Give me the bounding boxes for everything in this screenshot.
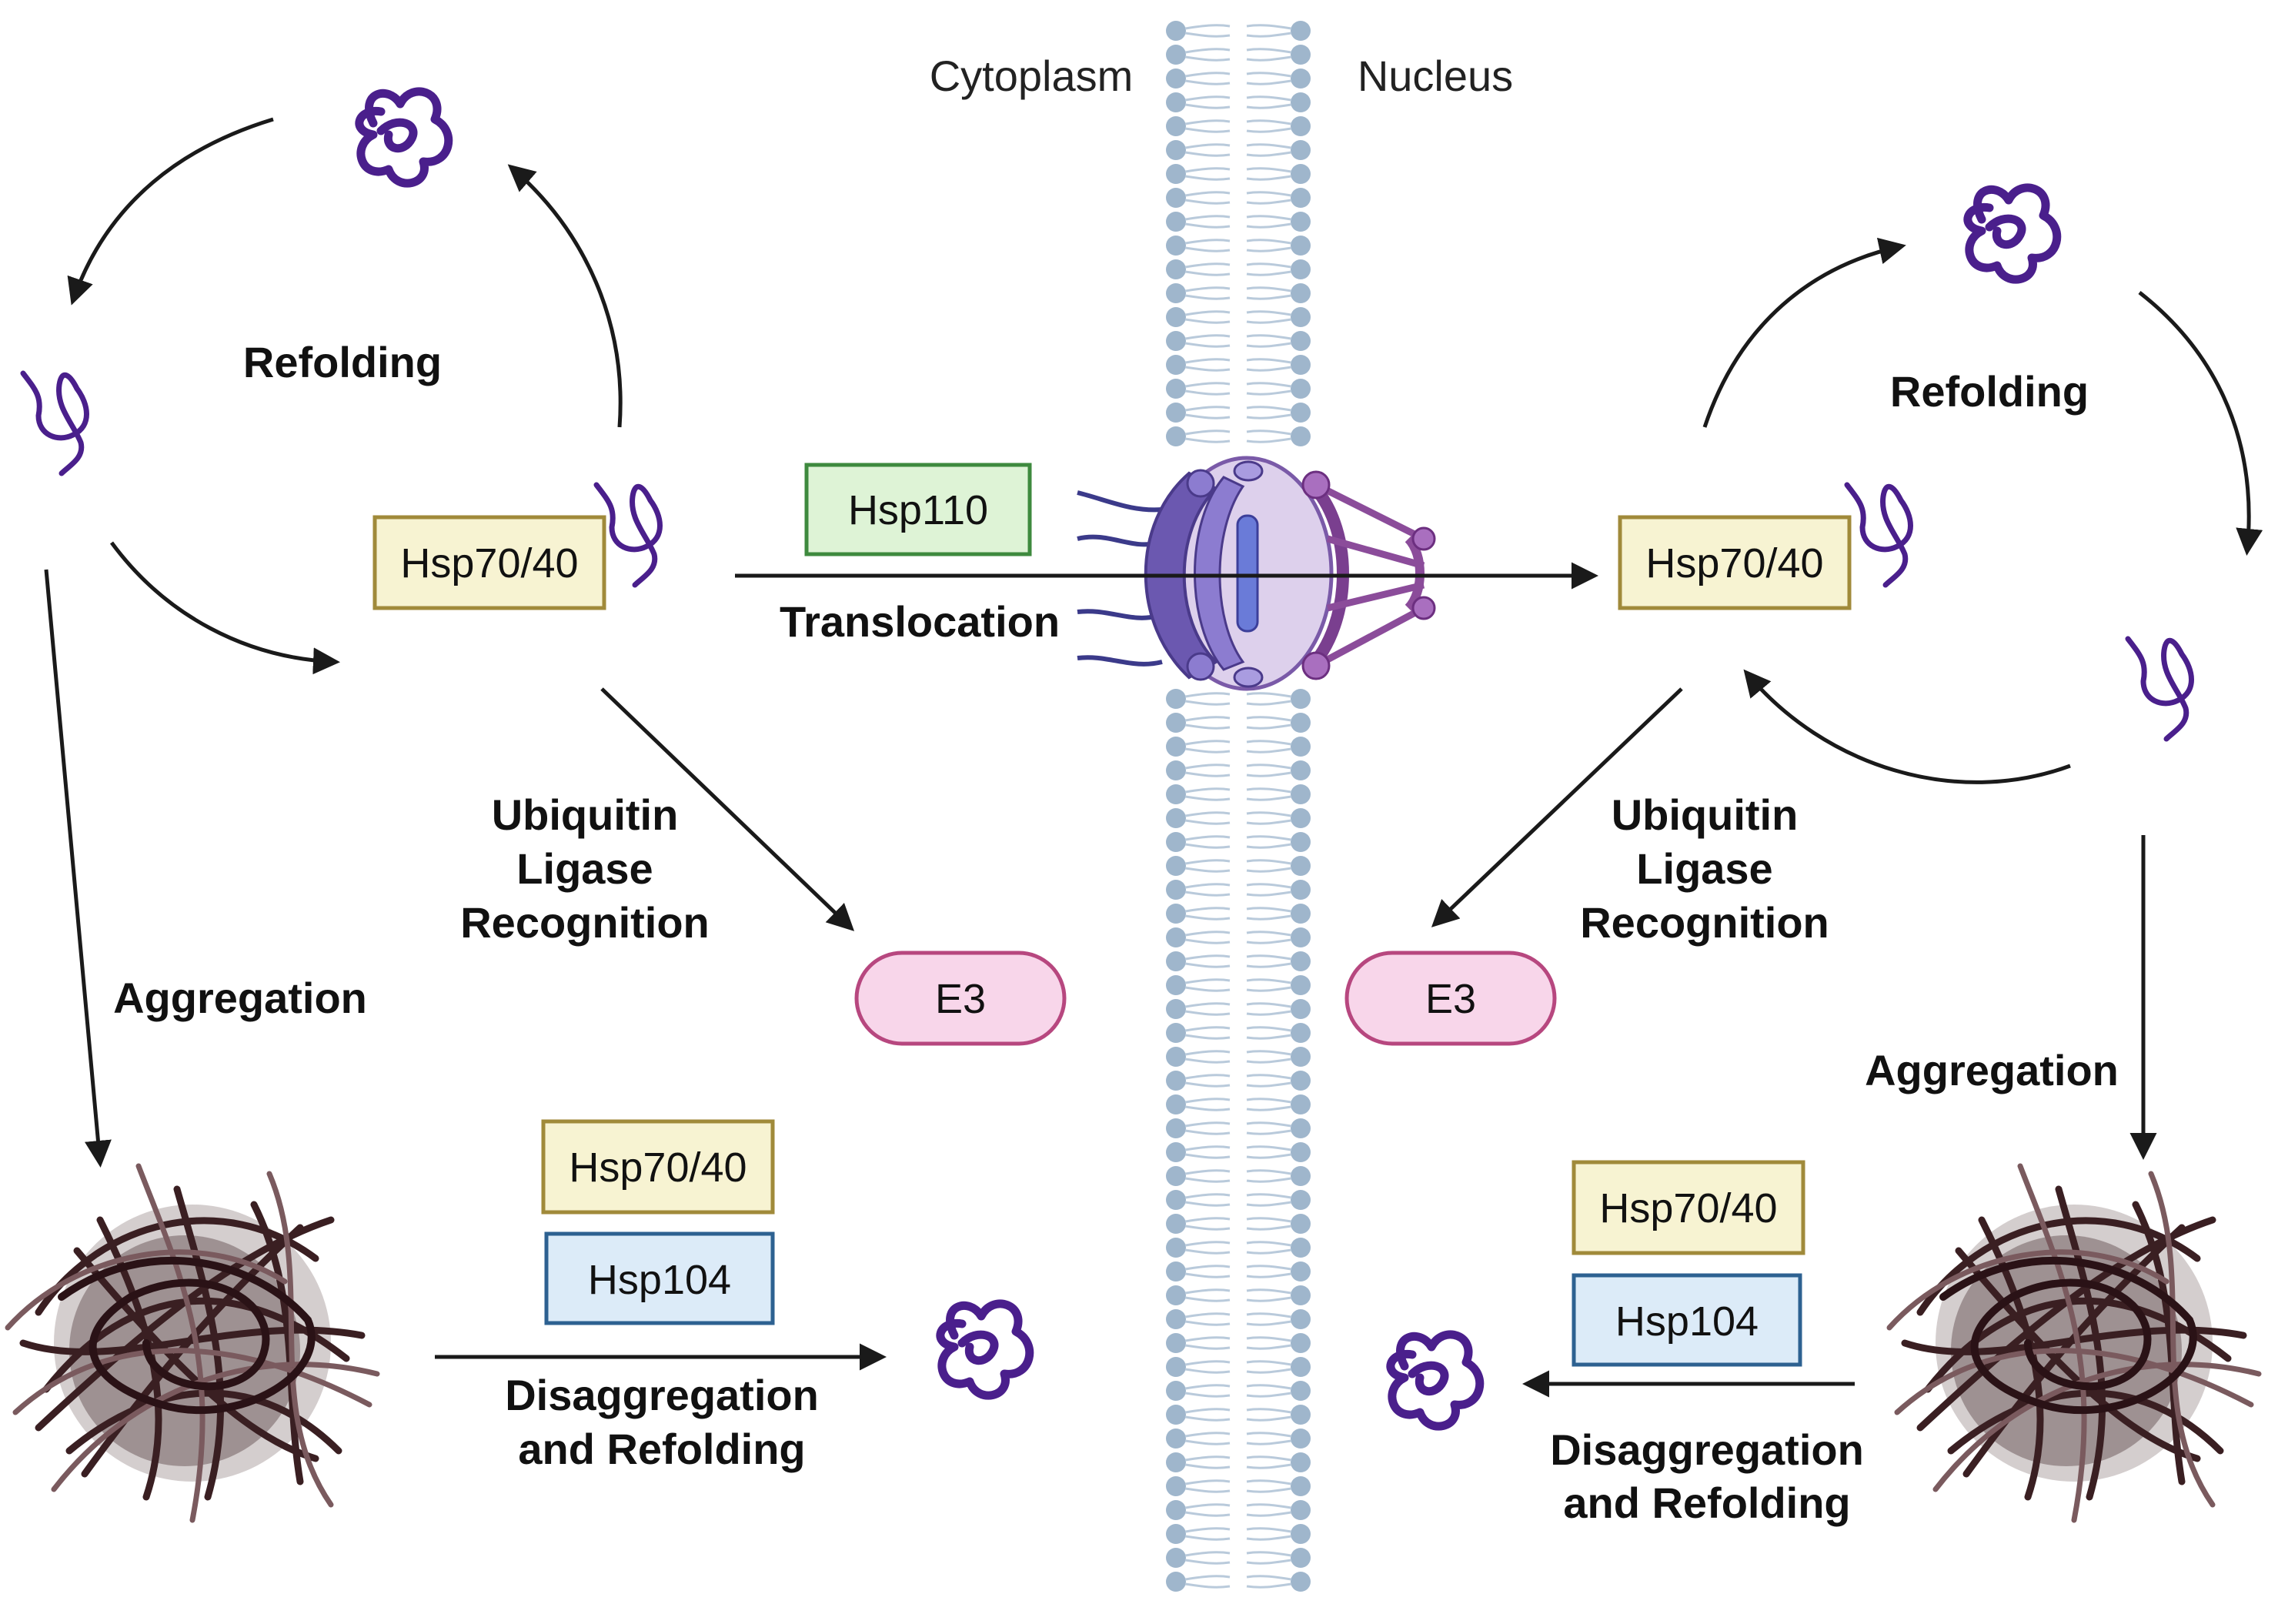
arrow [600, 687, 855, 931]
refolding-label: Refolding [1890, 367, 2089, 416]
arrow [1702, 237, 1906, 428]
svg-text:Hsp110: Hsp110 [848, 487, 988, 533]
hsp70-40-box: Hsp70/40 [372, 515, 606, 610]
nucleus-label: Nucleus [1358, 52, 1513, 100]
arrow [109, 541, 340, 675]
arrow [2138, 291, 2263, 556]
aggregation-label: Aggregation [113, 974, 367, 1022]
translocation-label: Translocation [780, 597, 1060, 646]
e3-ligase-badge: E3 [1344, 951, 1557, 1046]
unfolded-protein-icon [2128, 639, 2192, 739]
unfolded-protein-icon [23, 373, 87, 473]
disaggregation-label: Disaggregation [1550, 1425, 1864, 1474]
ligase-label: Ligase [516, 844, 653, 893]
ligase-label: Ligase [1636, 844, 1772, 893]
nuclear-membrane [1166, 21, 1311, 1592]
recognition-label: Recognition [460, 898, 710, 947]
svg-text:Hsp70/40: Hsp70/40 [400, 540, 578, 586]
ubiquitin-label: Ubiquitin [492, 790, 679, 839]
svg-text:E3: E3 [935, 976, 986, 1022]
arrow [1743, 669, 2071, 784]
nuclear-pore-icon [1077, 456, 1436, 691]
svg-text:Hsp70/40: Hsp70/40 [1645, 540, 1823, 586]
unfolded-protein-icon [1847, 485, 1911, 585]
folded-protein-icon [940, 1304, 1030, 1395]
svg-text:Hsp104: Hsp104 [588, 1257, 731, 1303]
svg-text:Hsp70/40: Hsp70/40 [1599, 1185, 1777, 1231]
disaggregation-label: Disaggregation [505, 1371, 819, 1419]
folded-protein-icon [359, 92, 449, 183]
protein-aggregate-icon [1889, 1166, 2259, 1520]
e3-ligase-badge: E3 [854, 951, 1067, 1046]
hsp70-40-box: Hsp70/40 [1572, 1160, 1805, 1255]
hsp104-box: Hsp104 [544, 1231, 775, 1325]
aggregation-label: Aggregation [1865, 1046, 2119, 1094]
cytoplasm-label: Cytoplasm [930, 52, 1134, 100]
hsp70-40-box: Hsp70/40 [541, 1119, 775, 1215]
svg-text:Hsp70/40: Hsp70/40 [569, 1144, 747, 1191]
folded-protein-icon [1391, 1335, 1480, 1426]
protein-aggregate-icon [8, 1166, 377, 1520]
and-refolding-label: and Refolding [1563, 1479, 1850, 1527]
hsp110-box: Hsp110 [804, 463, 1032, 556]
svg-text:E3: E3 [1425, 976, 1476, 1022]
hsp104-box: Hsp104 [1572, 1273, 1802, 1367]
ubiquitin-label: Ubiquitin [1612, 790, 1799, 839]
recognition-label: Recognition [1580, 898, 1829, 947]
and-refolding-label: and Refolding [518, 1425, 805, 1473]
arrow [67, 117, 274, 306]
arrow [507, 164, 623, 428]
folded-protein-icon [1968, 188, 2057, 279]
arrow [1431, 687, 1683, 927]
svg-text:Hsp104: Hsp104 [1615, 1298, 1759, 1345]
arrow [44, 569, 112, 1168]
hsp70-40-box: Hsp70/40 [1618, 515, 1852, 610]
refolding-label: Refolding [243, 338, 442, 386]
